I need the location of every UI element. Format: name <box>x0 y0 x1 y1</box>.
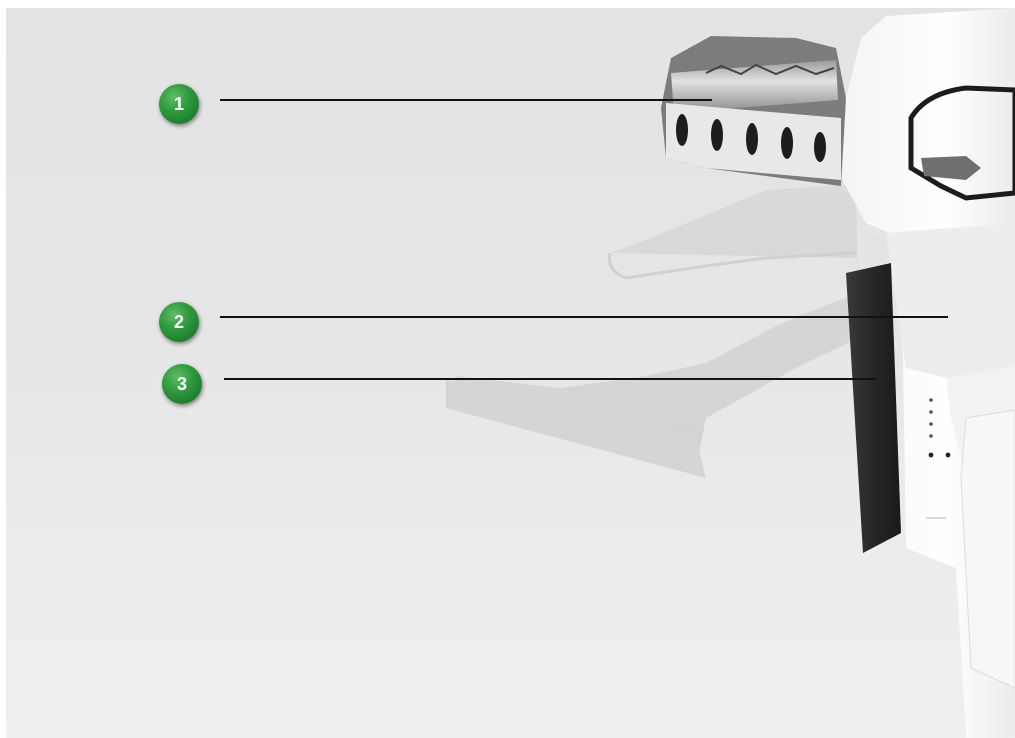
leader-line-2 <box>220 316 948 318</box>
callout-label-1: 1 <box>174 94 184 115</box>
output-tray <box>446 184 858 478</box>
callout-marker-2: 2 <box>159 302 199 342</box>
roller-unit <box>661 36 846 186</box>
leader-line-3 <box>224 378 876 380</box>
equipment-illustration <box>6 8 1015 738</box>
vertical-guide-plate <box>846 238 901 553</box>
callout-marker-3: 3 <box>162 364 202 404</box>
callout-label-3: 3 <box>177 374 187 395</box>
callout-marker-1: 1 <box>159 84 199 124</box>
diagram-canvas: 1 2 3 <box>6 8 1015 738</box>
callout-label-2: 2 <box>174 312 184 333</box>
leader-line-1 <box>220 99 712 101</box>
